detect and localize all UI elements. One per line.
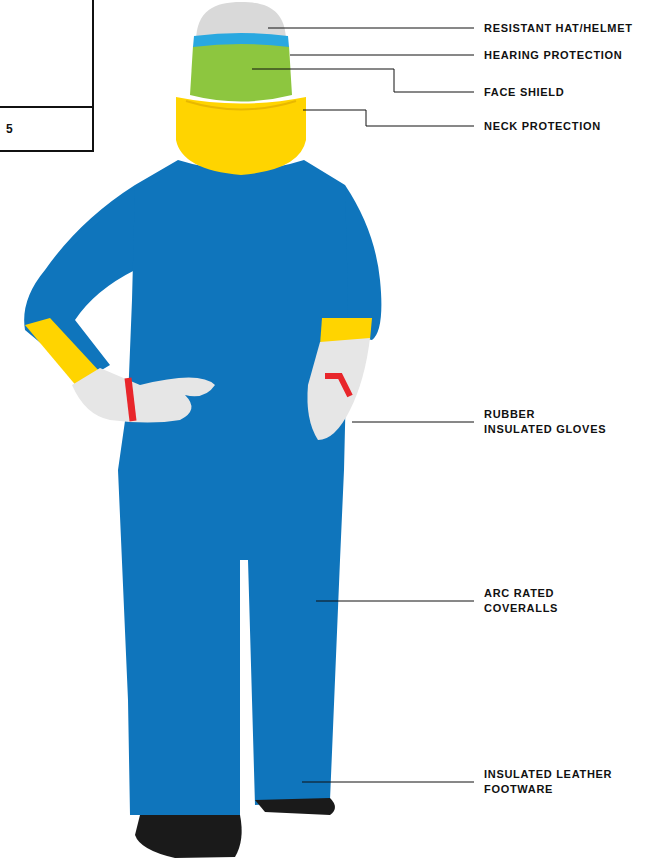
face-shield [190,43,292,102]
leader-line [303,110,474,126]
page-number: 5 [6,122,13,136]
callout-label: FACE SHIELD [484,85,565,100]
left-glove [72,368,215,423]
neck-collar [176,97,306,175]
left-glove-band [128,378,133,421]
leader-line [302,782,474,783]
leader-line [352,422,474,423]
callout-label: RESISTANT HAT/HELMET [484,21,633,36]
frame-line [92,0,94,108]
callout-label: INSULATED LEATHER FOOTWARE [484,767,613,797]
left-boot [135,815,242,858]
callout-label: RUBBER INSULATED GLOVES [484,407,607,437]
callout-label: HEARING PROTECTION [484,48,623,63]
page-number-box: 5 [0,106,94,152]
leader-line [268,28,474,29]
hearing-band [193,33,289,47]
callout-label: NECK PROTECTION [484,119,601,134]
leader-line [290,55,474,56]
right-glove [307,338,370,440]
leader-line [252,69,474,92]
coveralls-body [118,160,348,815]
leader-line [316,601,474,602]
right-boot [255,798,335,815]
collar-edge [186,101,296,110]
callout-label: ARC RATED COVERALLS [484,586,555,616]
right-glove-band [325,376,350,396]
